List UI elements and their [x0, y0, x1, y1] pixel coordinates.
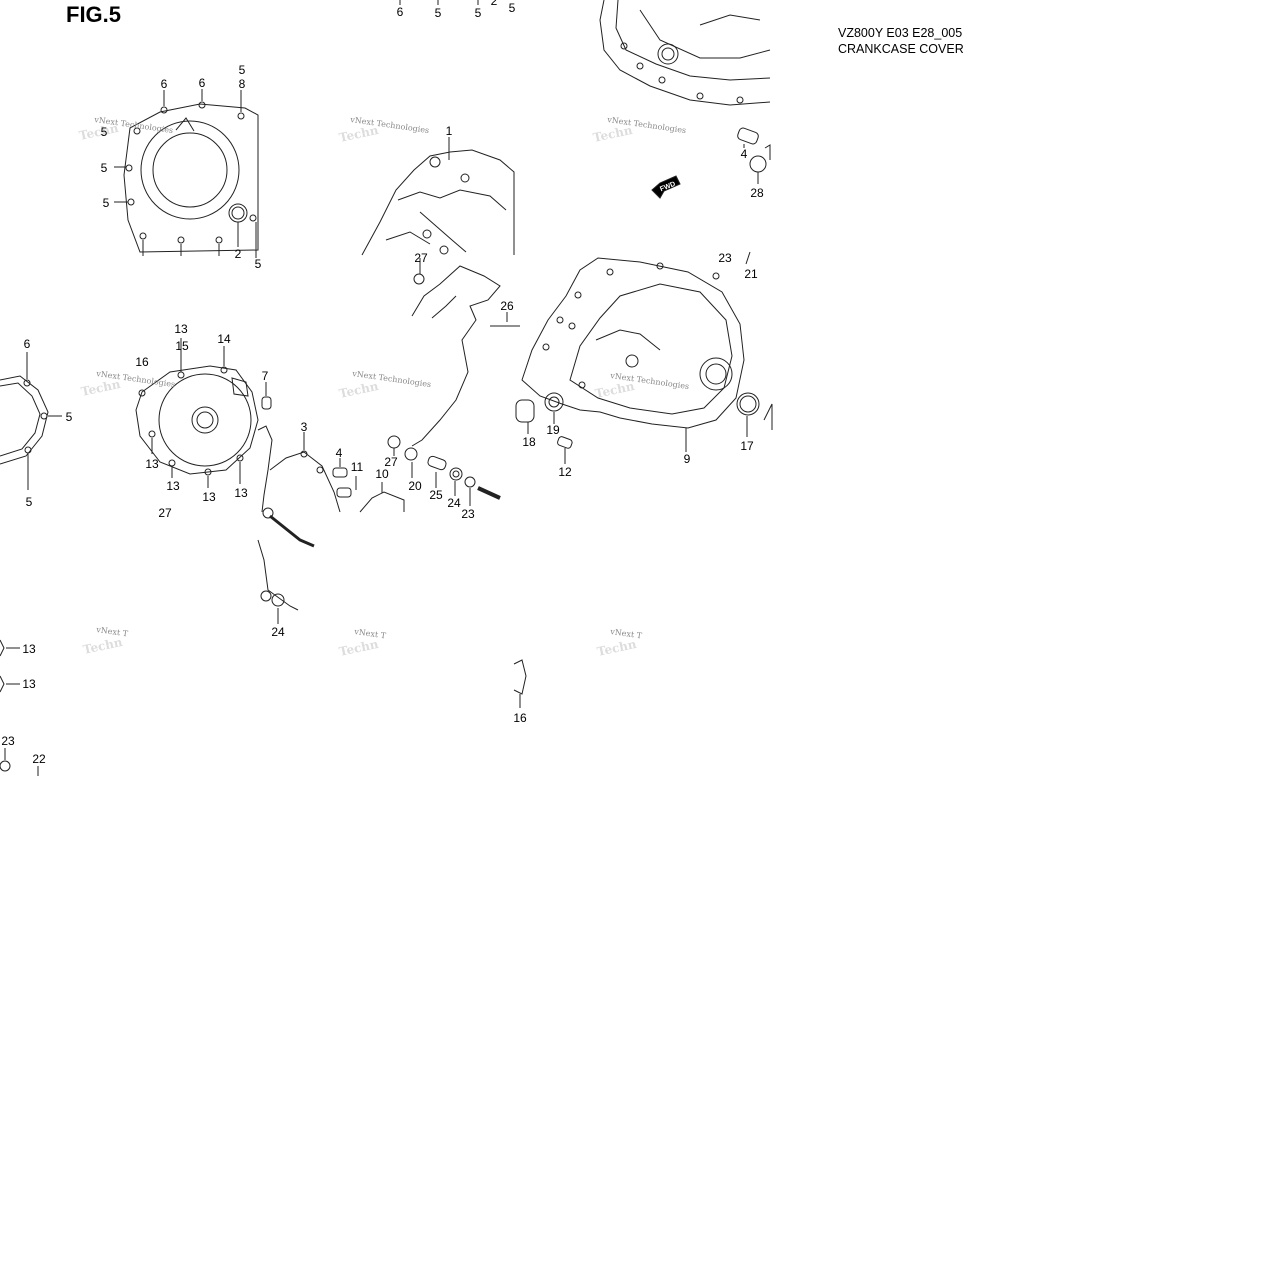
figure-caption: VZ800Y E03 E28_005 CRANKCASE COVER	[838, 25, 964, 57]
callout-label: 4	[336, 446, 343, 460]
callout-label: 13	[174, 322, 188, 336]
callout-label: 16	[513, 711, 527, 725]
fwd-arrow-icon	[651, 175, 681, 199]
callout-label: 13	[22, 642, 36, 656]
callout-label: 17	[740, 439, 754, 453]
callout-label: 25	[429, 488, 443, 502]
callout-label: 26	[500, 299, 514, 313]
callout-label: 5	[239, 63, 246, 77]
callout-label: 18	[522, 435, 536, 449]
callout-label: 19	[546, 423, 560, 437]
callout-label: 8	[239, 77, 246, 91]
callout-label: 14	[217, 332, 231, 346]
callout-label: 13	[22, 677, 36, 691]
callout-label: 5	[101, 161, 108, 175]
tile-crankcase-cover-right	[387, 251, 773, 506]
callout-label: 15	[175, 339, 189, 353]
callout-label: 1	[446, 124, 453, 138]
callout-label: 4	[741, 147, 748, 161]
callout-label: 7	[262, 369, 269, 383]
tile-lower-parts	[0, 514, 527, 776]
watermark-ghost-1: Techn	[78, 121, 120, 143]
watermark-ghost-8: Techn	[338, 637, 380, 659]
figure-label: FIG.5	[66, 2, 122, 27]
callout-label: 13	[202, 490, 216, 504]
callout-label: 24	[447, 496, 461, 510]
tile-crankcase-cover-top	[361, 0, 515, 256]
callout-label: 3	[301, 420, 308, 434]
callout-label: 6	[397, 5, 404, 19]
callout-label: 5	[509, 1, 516, 15]
callout-label: 16	[135, 355, 149, 369]
callout-label: 13	[166, 479, 180, 493]
callout-label: 12	[558, 465, 572, 479]
tile-gasket-parts	[257, 425, 405, 519]
callout-label: 27	[414, 251, 428, 265]
callout-label: 21	[744, 267, 758, 281]
callout-label: 5	[26, 495, 33, 509]
callout-label: 9	[684, 452, 691, 466]
watermark-ghost-5: Techn	[338, 379, 380, 401]
watermark-ghost-7: Techn	[82, 635, 124, 657]
watermark-ghost-2: Techn	[338, 123, 380, 145]
tile-clutch-cover-top	[114, 89, 259, 258]
callout-label: 10	[375, 467, 389, 481]
callout-labels: 6 5 5 2 5 6 6 5 8 5 5 5 2 5 1 4 28 27 26…	[1, 0, 764, 766]
callout-label: 23	[461, 507, 475, 521]
callout-label: 28	[750, 186, 764, 200]
callout-label: 27	[384, 455, 398, 469]
callout-label: 24	[271, 625, 285, 639]
callout-label: 6	[199, 76, 206, 90]
callout-label: 5	[475, 6, 482, 20]
callout-label: 2	[491, 0, 498, 8]
model-code: VZ800Y E03 E28_005	[838, 26, 963, 40]
callout-label: 5	[66, 410, 73, 424]
callout-label: 2	[235, 247, 242, 261]
tile-cover-mid-left	[0, 352, 62, 490]
callout-label: 23	[1, 734, 15, 748]
callout-label: 6	[24, 337, 31, 351]
callout-label: 5	[435, 6, 442, 20]
watermark-ghost-3: Techn	[592, 123, 634, 145]
callout-label: 6	[161, 77, 168, 91]
callout-label: 5	[103, 196, 110, 210]
watermark-ghost-4: Techn	[80, 377, 122, 399]
diagram-title: CRANKCASE COVER	[838, 42, 964, 56]
callout-label: 23	[718, 251, 732, 265]
watermark-ghost-9: Techn	[596, 637, 638, 659]
watermarks: vNext Technologies vNext Technologies vN…	[78, 115, 690, 659]
watermark-ghost-6: Techn	[594, 379, 636, 401]
callout-label: 13	[234, 486, 248, 500]
tile-cover-top-right	[599, 0, 771, 199]
callout-label: 20	[408, 479, 422, 493]
tile-generator-cover	[135, 338, 272, 488]
callout-label: 13	[145, 457, 159, 471]
callout-label: 27	[158, 506, 172, 520]
callout-label: 5	[101, 125, 108, 139]
callout-label: 22	[32, 752, 46, 766]
callout-label: 11	[351, 460, 364, 474]
callout-label: 5	[255, 257, 262, 271]
